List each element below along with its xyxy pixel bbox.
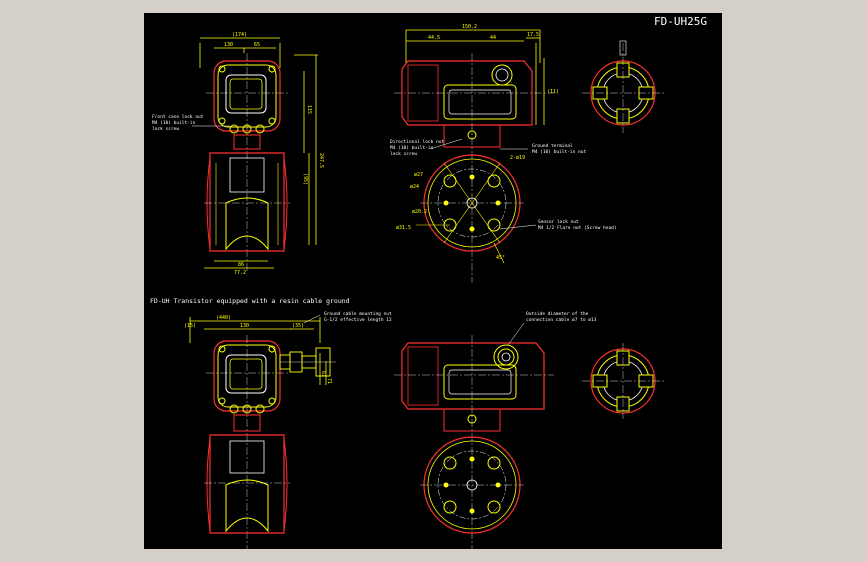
dim-side-b: 44 [490, 35, 496, 41]
dim-front-height: 115 [306, 105, 312, 114]
technical-drawing: FD-UH25G (174) 130 65 115 247.5 (95) 86 … [150, 15, 707, 549]
dim-front-bottom-a: 86 [238, 262, 244, 268]
dim-bottom-side-b: 71 [326, 378, 332, 384]
dim-side-c: 17.5 [527, 32, 539, 38]
dim-bottom-side: 61 [320, 371, 326, 377]
dim-side-d: (11) [547, 89, 559, 95]
note-cable-diameter: Outside diameter of the connection cable… [526, 311, 597, 323]
front-view-top: (174) 130 65 115 247.5 (95) 86 77.2 [152, 32, 324, 276]
side-view-top: 150.2 44.5 44 17.5 (11) [390, 24, 617, 283]
dim-flange-b: ø24 [410, 184, 419, 190]
dim-flange-e: ø20.2 [412, 209, 427, 215]
dim-side-a: 44.5 [428, 35, 440, 41]
note-ground-terminal: Ground terminal M4 (10) built-in nut [532, 143, 586, 155]
cad-viewport[interactable]: FD-UH25G (174) 130 65 115 247.5 (95) 86 … [144, 13, 722, 549]
note-front-case-lock-nut: Front case lock nut M4 (10) built-in loc… [152, 114, 206, 132]
dim-bottom-inner: 130 [240, 323, 249, 329]
dim-flange-angle: 45° [496, 255, 505, 261]
note-sensor-lock-nut: Sensor lock nut M4 1/2 Flare nut (Screw … [538, 219, 617, 231]
dim-bottom-right: (35) [292, 323, 304, 329]
dim-front-right: 65 [254, 42, 260, 48]
section-view-bottom [582, 343, 664, 419]
dim-bottom-total: (440) [216, 315, 231, 321]
dim-front-total: 247.5 [318, 153, 324, 168]
dim-flange-d: ø31.5 [396, 225, 411, 231]
dim-flange-c: ø27 [414, 172, 423, 178]
dim-flange-a: 2-ø19 [510, 155, 525, 161]
note-ground-cable-mounting: Ground cable mounting nut G-1/2 effectiv… [324, 311, 394, 323]
side-view-bottom: Outside diameter of the connection cable… [394, 311, 597, 549]
dim-side-width: 150.2 [462, 24, 477, 30]
dim-front-mid: (95) [302, 173, 308, 185]
front-view-bottom: (440) 130 (15) (35) 61 71 [184, 311, 394, 549]
section-title: FD-UH Transistor equipped with a resin c… [150, 297, 350, 305]
drawing-title: FD-UH25G [654, 15, 707, 28]
dim-bottom-left: (15) [184, 323, 196, 329]
note-directional-lock-nut: Directional lock nut M4 (10) built-in lo… [390, 139, 447, 157]
section-view-top [582, 40, 664, 133]
dim-front-bottom-b: 77.2 [234, 270, 246, 276]
dim-front-width: (174) [232, 32, 247, 38]
dim-front-inner: 130 [224, 42, 233, 48]
